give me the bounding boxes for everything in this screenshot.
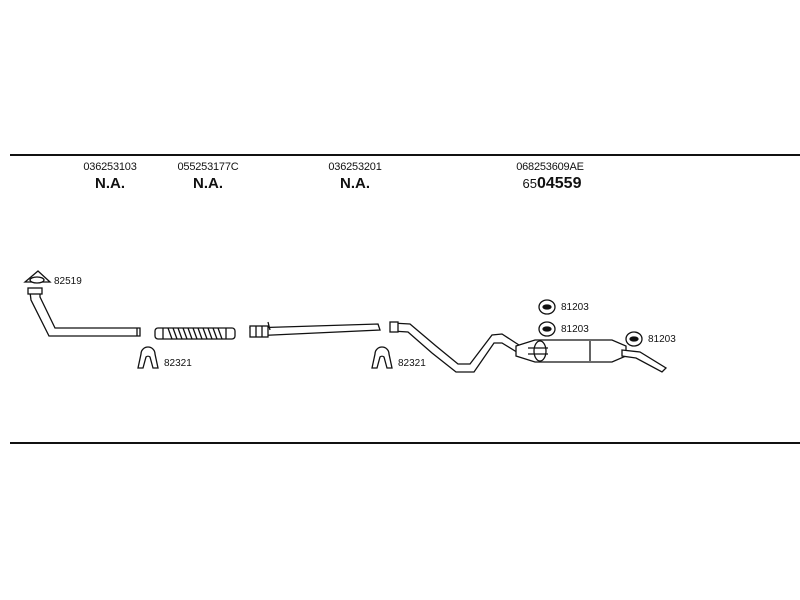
oe-number-middle-pipe: 036253201: [328, 161, 382, 173]
clamp-label: 82321: [398, 358, 426, 369]
bottom-rule: [10, 442, 800, 444]
top-rule: [10, 154, 800, 156]
oe-number-front-pipe: 036253103: [83, 161, 137, 173]
gasket-label: 82519: [54, 276, 82, 287]
oe-number-rear-silencer: 068253609AE: [516, 161, 584, 173]
clamp-icon: [371, 346, 393, 369]
hanger-label: 81203: [561, 324, 589, 335]
part-number-main: 04559: [536, 175, 582, 192]
flex-pipe: [154, 327, 236, 340]
clamp-label: 82321: [164, 358, 192, 369]
part-number-rear-silencer: 6504559: [492, 175, 612, 193]
hanger-label: 81203: [561, 302, 589, 313]
hanger-label: 81203: [648, 334, 676, 345]
hanger-icon: [538, 299, 556, 315]
part-number-flex-pipe: N.A.: [193, 175, 223, 192]
front-pipe: [27, 287, 141, 337]
oe-number-flex-pipe: 055253177C: [177, 161, 239, 173]
part-number-front-pipe: N.A.: [95, 175, 125, 192]
middle-pipe: [249, 321, 381, 338]
hanger-icon: [625, 331, 643, 347]
part-number-middle-pipe: N.A.: [340, 175, 370, 192]
rear-silencer: [515, 339, 668, 373]
hanger-icon: [538, 321, 556, 337]
gasket-icon: [23, 270, 52, 284]
part-number-prefix: 65: [522, 176, 537, 191]
clamp-icon: [137, 346, 159, 369]
